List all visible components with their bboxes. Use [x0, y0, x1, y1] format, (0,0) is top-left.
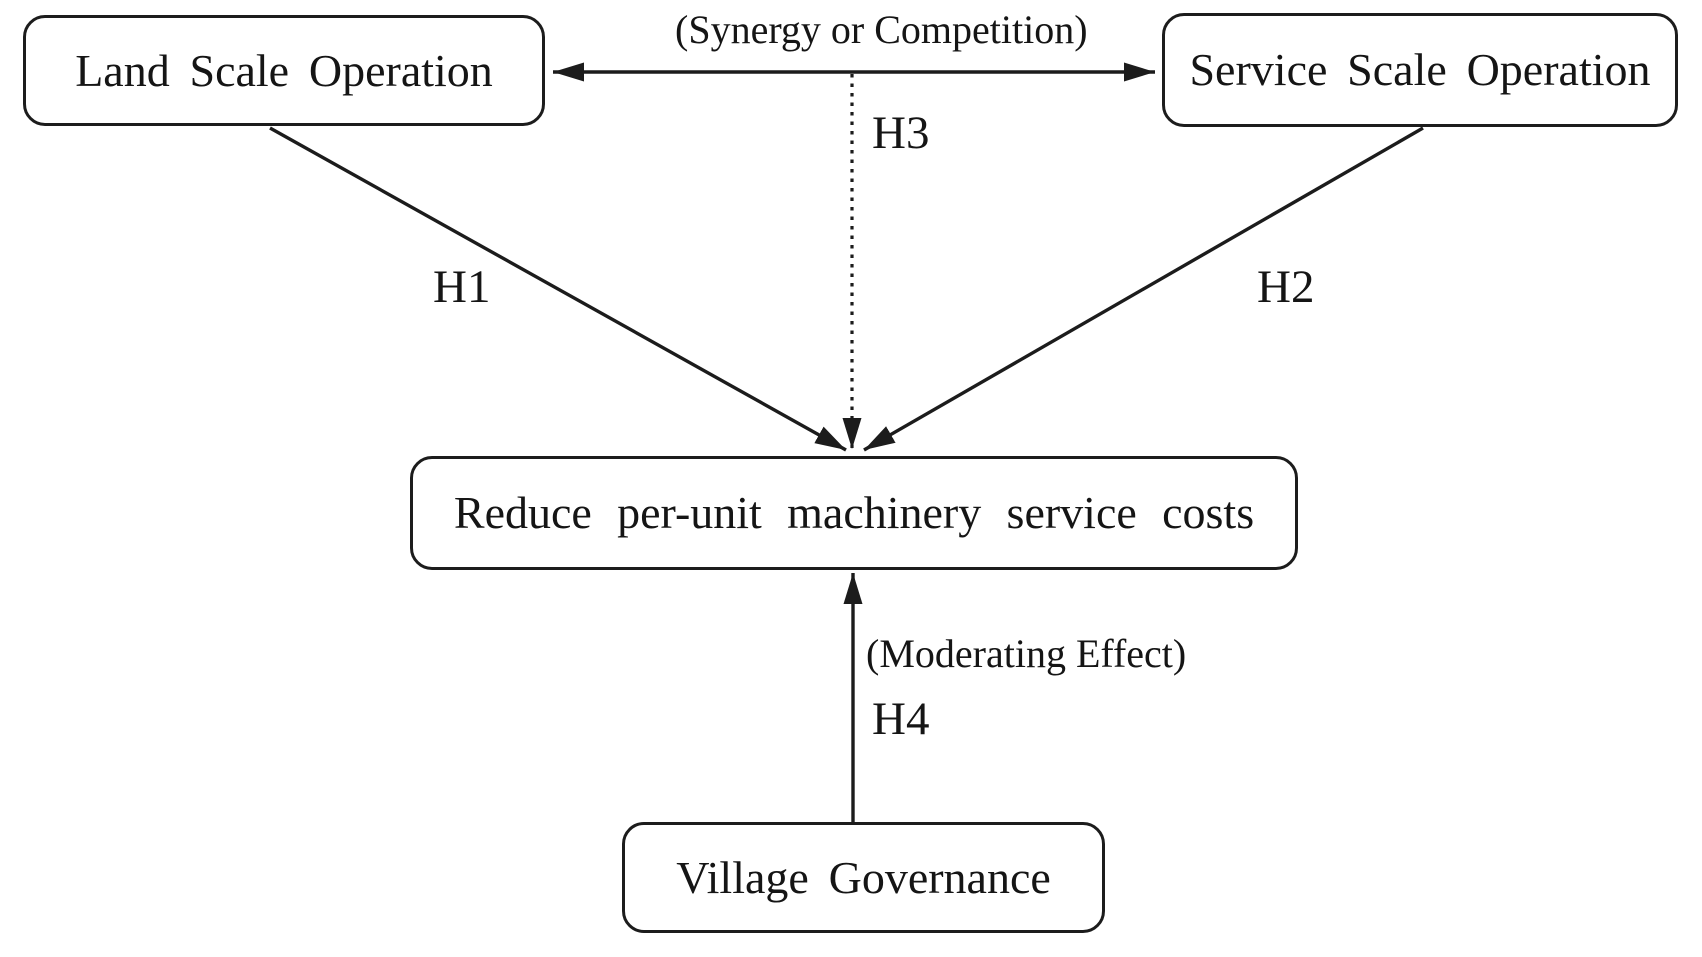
node-land-scale-operation: Land Scale Operation — [23, 15, 545, 126]
node-reduce-per-unit-costs: Reduce per-unit machinery service costs — [410, 456, 1298, 570]
node-service-label: Service Scale Operation — [1189, 44, 1651, 95]
label-moderating-effect: (Moderating Effect) — [866, 631, 1187, 676]
label-synergy-or-competition: (Synergy or Competition) — [675, 7, 1088, 52]
node-village-label: Village Governance — [676, 851, 1051, 903]
node-reduce-label: Reduce per-unit machinery service costs — [453, 487, 1255, 538]
node-village-governance: Village Governance — [622, 822, 1105, 933]
edge-h2-arrow — [863, 126, 1424, 452]
node-land-label: Land Scale Operation — [75, 44, 493, 96]
node-service-scale-operation: Service Scale Operation — [1162, 13, 1678, 127]
label-h4: H4 — [872, 693, 930, 745]
edge-h1-arrow — [269, 126, 847, 452]
label-h3: H3 — [872, 107, 930, 159]
label-h1: H1 — [433, 261, 491, 313]
label-h2: H2 — [1257, 261, 1315, 313]
